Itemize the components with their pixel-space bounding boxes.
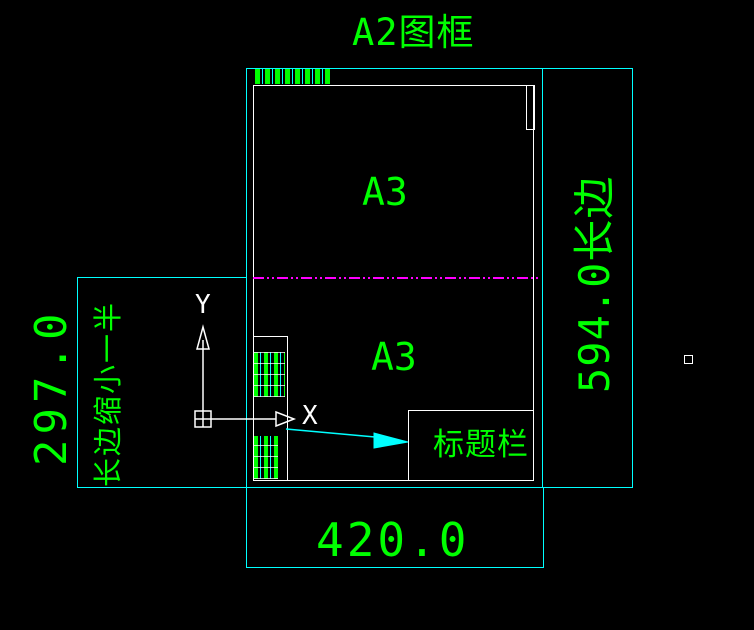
- dim-line-left-297: [77, 277, 78, 488]
- centering-mark-left-upper: [254, 352, 285, 397]
- drawing-title: A2图框: [352, 11, 475, 54]
- frame-corner-notch: [526, 85, 535, 130]
- zone-label-a3-top: A3: [362, 170, 408, 214]
- title-block-box: [408, 410, 534, 481]
- left-mark-box: [253, 336, 288, 481]
- dim-ext-bottom-right-vert: [543, 487, 544, 568]
- zone-label-a3-bottom: A3: [371, 335, 417, 379]
- a3-split-centerline: [253, 277, 540, 279]
- leader-arrowhead: [373, 432, 409, 449]
- ucs-y-label: Y: [195, 290, 211, 320]
- dim-text-420: 420.0: [316, 513, 470, 567]
- a2-inner-frame: [253, 85, 534, 481]
- title-block-label: 标题栏: [433, 427, 529, 463]
- dim-ext-bottom-left-vert: [246, 487, 247, 568]
- ucs-x-arrowhead: [275, 410, 297, 428]
- dim-ext-left-top: [77, 277, 246, 278]
- dim-line-bottom-420: [246, 567, 544, 568]
- ucs-x-label: X: [302, 401, 318, 431]
- dim-ext-bottom: [77, 487, 633, 488]
- leader-line: [285, 428, 376, 438]
- dim-ext-top-right: [543, 68, 633, 69]
- dim-line-right-594: [632, 69, 633, 488]
- centering-mark-top: [255, 69, 332, 84]
- centering-mark-left-lower: [254, 436, 278, 479]
- pickbox-cursor: [684, 355, 693, 364]
